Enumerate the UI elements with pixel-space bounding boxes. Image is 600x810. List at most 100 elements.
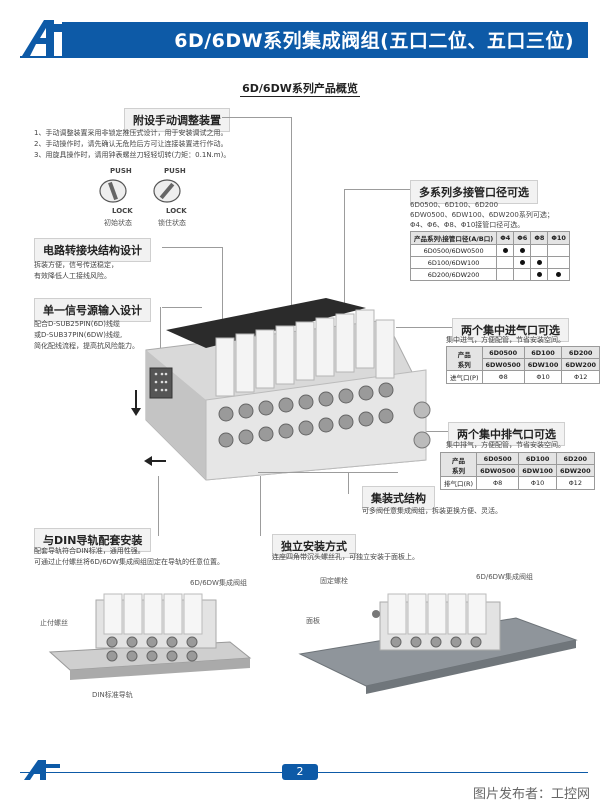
din-line-1: 配套导轨符合DIN标准，通用性强。 [34, 547, 145, 555]
single-signal-line-3: 简化配线流程，提高抗风险能力。 [34, 342, 139, 350]
multi-port-label: 多系列多接管口径可选 [410, 180, 538, 204]
leader-line [222, 247, 223, 327]
leader-line [162, 307, 202, 308]
intake-table: 产品系列 6D0500 6D100 6D200 6DW0500 6DW100 6… [446, 346, 600, 384]
table-header-cell: 6D200 [555, 452, 595, 465]
table-header-cell: 6D0500 [481, 346, 525, 359]
leader-line [158, 476, 159, 536]
table-header-cell: Φ8 [530, 231, 549, 245]
manual-adjust-label: 附设手动调整装置 [124, 108, 230, 132]
series-cell: 6D100/6DW100 [409, 256, 498, 269]
leader-line [258, 472, 398, 473]
panel-fig-bolt-label: 固定螺栓 [320, 577, 348, 585]
multi-port-line-2: 6DW0500、6DW100、6DW200系列可选； [410, 211, 554, 219]
table-row: 6D200/6DW200 [409, 268, 570, 281]
header-rule [20, 56, 588, 58]
table-header-cell: Φ4 [496, 231, 515, 245]
independent-desc: 连座四角带沉头螺丝孔，可独立安装于面板上。 [272, 553, 419, 561]
knob-push-text: PUSH [164, 167, 186, 175]
assembly-desc: 可多阀任意集成阀组，拆装更换方便、灵活。 [362, 507, 502, 515]
din-mount-image [48, 593, 252, 680]
knob-locked-icon [153, 179, 181, 203]
circuit-line-1: 拆装方便，信号传送稳定， [34, 261, 118, 269]
single-signal-line-1: 配合D-SUB25PIN(6D)线缆 [34, 320, 121, 328]
exhaust-label: 两个集中排气口可选 [448, 422, 565, 446]
table-header-cell: Φ6 [513, 231, 532, 245]
intake-label: 两个集中进气口可选 [452, 318, 569, 342]
available-dot-icon [519, 259, 525, 265]
knob-lock-text: LOCK [166, 207, 187, 215]
single-signal-label: 单一信号源输入设计 [34, 298, 151, 322]
table-header-cell: 6D100 [518, 452, 557, 465]
independent-label: 独立安装方式 [272, 534, 356, 558]
port-size-table: 产品系列\接管口径(A/B口) Φ4 Φ6 Φ8 Φ10 6D0500/6DW0… [409, 231, 570, 281]
knob-initial-caption: 初始状态 [104, 219, 132, 227]
leader-line [396, 327, 452, 328]
table-header-cell: 6DW100 [518, 464, 557, 477]
din-line-2: 可通过止付螺丝将6D/6DW集成阀组固定在导轨的任意位置。 [34, 558, 224, 566]
brand-logo-small-icon [24, 760, 60, 780]
intake-desc: 集中进气，方便配管，节省安装空间。 [446, 336, 565, 344]
value-cell: Φ12 [555, 476, 595, 490]
table-header-cell: 6DW200 [555, 464, 595, 477]
leader-line [344, 189, 410, 190]
value-cell: Φ10 [518, 476, 557, 490]
series-cell: 6D0500/6DW0500 [409, 244, 498, 257]
leader-line [160, 307, 161, 377]
brand-logo-icon [22, 20, 68, 56]
din-fig-manifold-label: 6D/6DW集成阀组 [190, 579, 247, 587]
manual-adjust-line-2: 2、手动操作时，请先确认无危险后方可让连接装置进行作动。 [34, 140, 228, 148]
multi-port-line-3: Φ4、Φ6、Φ8、Φ10接管口径可选。 [410, 221, 525, 229]
panel-fig-panel-label: 面板 [306, 617, 320, 625]
din-fig-rail-label: DIN标准导轨 [92, 691, 133, 699]
valve-manifold-image [145, 298, 431, 481]
table-header-cell: 6DW200 [561, 358, 600, 371]
available-dot-icon [536, 259, 542, 265]
table-header-cell: 6D200 [561, 346, 600, 359]
circuit-line-2: 有效降低人工接线风险。 [34, 272, 111, 280]
din-fig-screw-label: 止付螺丝 [40, 619, 68, 627]
leader-line [344, 189, 345, 309]
value-cell: Φ12 [561, 370, 600, 384]
knob-locked-caption: 锁住状态 [158, 219, 186, 227]
panel-mount-image [298, 593, 578, 694]
single-signal-line-2: 或D-SUB37PIN(6DW)线缆, [34, 331, 123, 339]
panel-fig-manifold-label: 6D/6DW集成阀组 [476, 573, 533, 581]
table-header-cell: 6DW100 [523, 358, 563, 371]
exhaust-desc: 集中排气，方便配管，节省安装空间。 [446, 441, 565, 449]
manual-adjust-line-3: 3、用旋具操作时，请用钟表螺丝刀轻轻切转(力矩：0.1N.m)。 [34, 151, 231, 159]
knob-push-text: PUSH [110, 167, 132, 175]
leader-line [162, 247, 222, 248]
value-cell: Φ8 [476, 476, 520, 490]
table-header-cell: 6DW0500 [476, 464, 520, 477]
section-title: 6D/6DW系列产品概览 [242, 82, 358, 95]
table-header-cell: 产品系列 [446, 346, 483, 371]
leader-line [420, 431, 448, 432]
knob-lock-text: LOCK [112, 207, 133, 215]
available-dot-icon [519, 247, 525, 253]
available-dot-icon [556, 271, 562, 277]
exhaust-table: 产品系列 6D0500 6D100 6D200 6DW0500 6DW100 6… [439, 452, 595, 490]
page-title: 6D/6DW系列集成阀组(五口二位、五口三位) [174, 30, 574, 52]
table-header-cell: 6DW0500 [481, 358, 525, 371]
section-title-underline [240, 96, 360, 97]
table-row: 6D100/6DW100 [409, 256, 570, 269]
assembly-label: 集装式结构 [362, 486, 435, 510]
header-bar [62, 22, 588, 56]
table-row: 6D0500/6DW0500 [409, 244, 570, 257]
table-header-cell: 产品系列\接管口径(A/B口) [409, 231, 498, 245]
value-cell: Φ10 [523, 370, 563, 384]
table-row: 进气口(P) Φ8 Φ10 Φ12 [446, 370, 600, 384]
arrow-down-icon [131, 390, 141, 416]
knob-unlocked-icon [99, 179, 127, 203]
page-number: 2 [282, 764, 318, 780]
available-dot-icon [536, 271, 542, 277]
table-header-cell: 6D100 [523, 346, 563, 359]
multi-port-line-1: 6D0500、6D100、6D200 [410, 201, 499, 209]
value-cell: Φ8 [481, 370, 525, 384]
din-label: 与DIN导轨配套安装 [34, 528, 152, 552]
leader-line [291, 117, 292, 307]
circuit-label: 电路转接块结构设计 [34, 238, 151, 262]
table-row: 排气口(R) Φ8 Φ10 Φ12 [439, 476, 595, 490]
series-cell: 6D200/6DW200 [409, 268, 498, 281]
